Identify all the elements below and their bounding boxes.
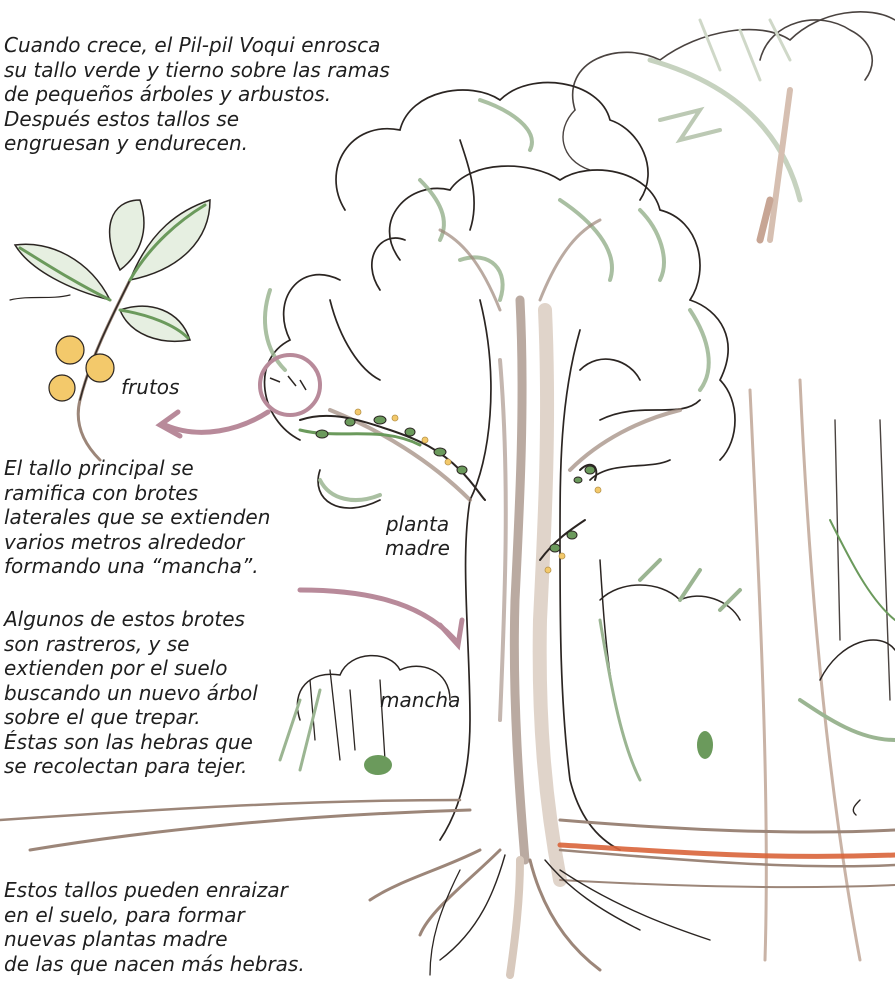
label-mother-plant: planta madre xyxy=(385,512,450,560)
caption-growth: Cuando crece, el Pil-pil Voqui enrosca s… xyxy=(4,33,390,156)
arrow-to-detail-head xyxy=(160,412,180,436)
leaf-fruit-detail xyxy=(10,200,210,460)
host-tree-trunk xyxy=(330,220,680,880)
caption-runners: Algunos de estos brotes son rastreros, y… xyxy=(4,607,258,779)
arrow-to-detail xyxy=(165,412,268,432)
background-tree xyxy=(563,12,895,960)
label-patch: mancha xyxy=(380,688,460,712)
arrow-to-mother-plant xyxy=(300,590,455,640)
understory-shrubs xyxy=(280,520,895,780)
label-fruits: frutos xyxy=(121,375,179,399)
caption-rooting: Estos tallos pueden enraizar en el suelo… xyxy=(4,878,305,976)
caption-branching: El tallo principal se ramifica con brote… xyxy=(4,456,270,579)
magnifier-circle xyxy=(260,355,320,415)
